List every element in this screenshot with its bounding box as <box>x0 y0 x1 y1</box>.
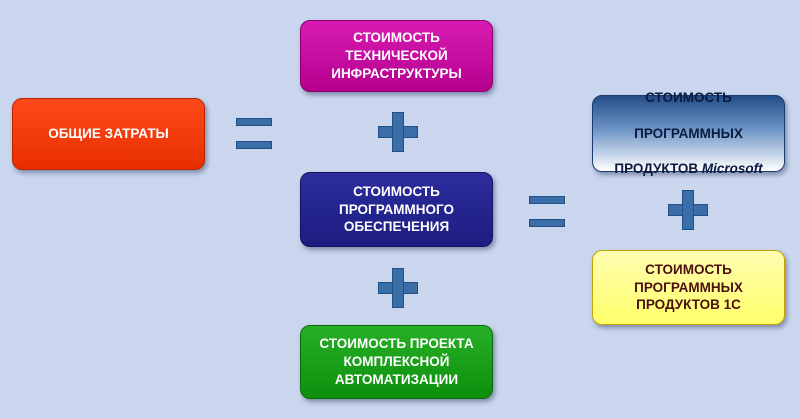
total-costs-label: ОБЩИЕ ЗАТРАТЫ <box>48 126 169 142</box>
software-cost-label: СТОИМОСТЬ ПРОГРАММНОГО ОБЕСПЕЧЕНИЯ <box>339 183 454 235</box>
automation-project-cost-label: СТОИМОСТЬ ПРОЕКТА КОМПЛЕКСНОЙ АВТОМАТИЗА… <box>319 336 474 387</box>
microsoft-brand: Microsoft <box>701 161 763 177</box>
microsoft-products-cost-box: СТОИМОСТЬ ПРОГРАММНЫХ ПРОДУКТОВ Microsof… <box>592 90 785 176</box>
equals-icon <box>236 118 272 149</box>
software-cost-box: СТОИМОСТЬ ПРОГРАММНОГО ОБЕСПЕЧЕНИЯ <box>300 172 493 247</box>
infrastructure-cost-label: СТОИМОСТЬ ТЕХНИЧЕСКОЙ ИНФРАСТРУКТУРЫ <box>331 30 462 81</box>
microsoft-line-2: ПРОГРАММНЫХ <box>634 125 743 141</box>
total-costs-box: ОБЩИЕ ЗАТРАТЫ <box>12 98 205 170</box>
automation-project-cost-box: СТОИМОСТЬ ПРОЕКТА КОМПЛЕКСНОЙ АВТОМАТИЗА… <box>300 325 493 399</box>
plus-icon <box>378 112 418 152</box>
plus-icon <box>378 268 418 308</box>
microsoft-line-1: СТОИМОСТЬ <box>645 89 732 105</box>
1c-products-cost-label: СТОИМОСТЬ ПРОГРАММНЫХ ПРОДУКТОВ 1С <box>634 261 743 313</box>
infrastructure-cost-box: СТОИМОСТЬ ТЕХНИЧЕСКОЙ ИНФРАСТРУКТУРЫ <box>300 20 493 92</box>
plus-icon <box>668 190 708 230</box>
1c-products-cost-box: СТОИМОСТЬ ПРОГРАММНЫХ ПРОДУКТОВ 1С <box>592 250 785 325</box>
equals-icon <box>529 196 565 227</box>
microsoft-line-3-prefix: ПРОДУКТОВ <box>614 161 702 177</box>
